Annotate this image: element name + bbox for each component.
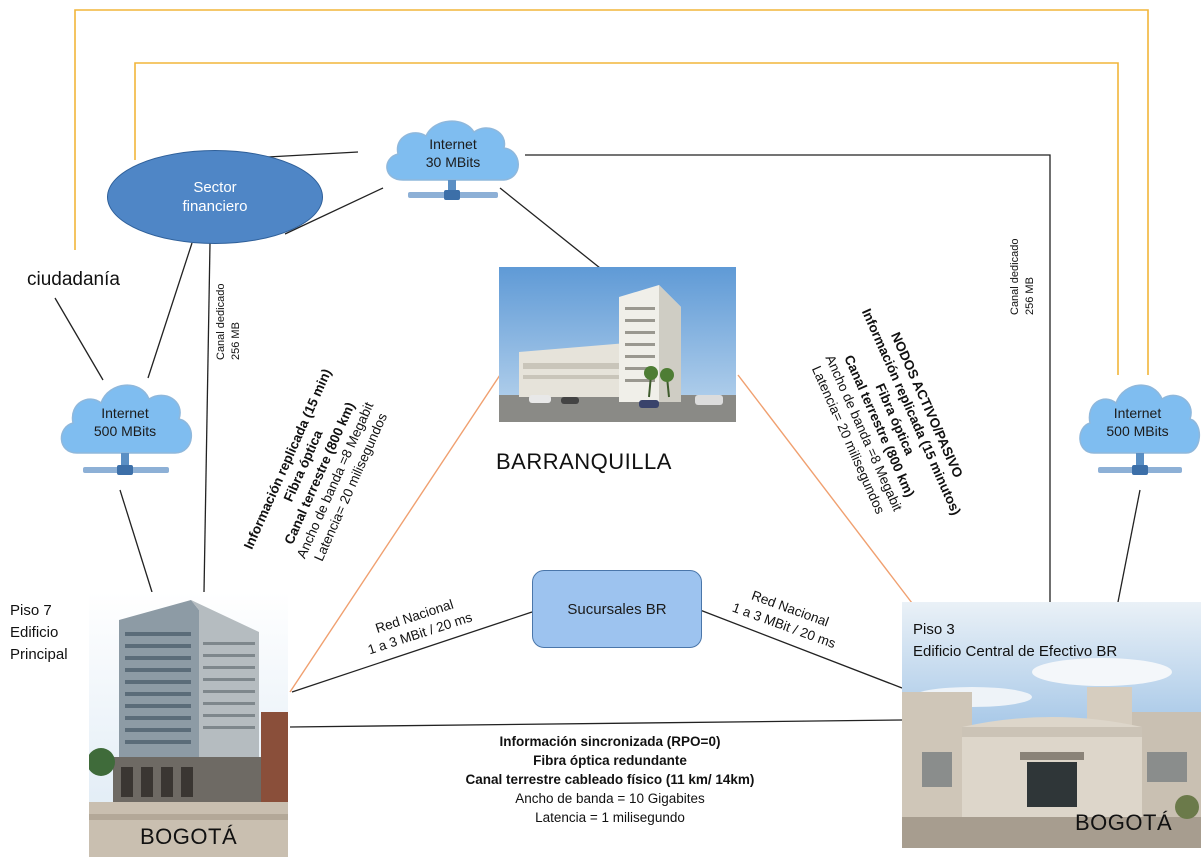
bottom-block-l2: Fibra óptica redundante bbox=[533, 752, 687, 768]
internet-left-line2: 500 MBits bbox=[93, 422, 157, 439]
barranquilla-label: BARRANQUILLA bbox=[496, 449, 672, 474]
bogota-left-building-2: Principal bbox=[10, 646, 68, 663]
link-sector-bogota-left bbox=[203, 242, 211, 593]
bogota-left-label: BOGOTÁ bbox=[140, 824, 238, 849]
internet-right-node: Internet 500 MBits bbox=[1074, 373, 1201, 491]
cloud-icon bbox=[386, 120, 519, 200]
sync-bottom-block: Información sincronizada (RPO=0) Fibra ó… bbox=[420, 733, 800, 827]
link-internet-right-bogota bbox=[1117, 489, 1141, 603]
link-internet-top-right bbox=[525, 154, 1051, 602]
link-internet-left-bogota bbox=[119, 489, 153, 593]
internet-top-node: Internet 30 MBits bbox=[378, 108, 528, 208]
sector-line2: financiero bbox=[182, 198, 248, 215]
outer-loop-link bbox=[74, 9, 1149, 375]
sector-financiero-node: Sector financiero bbox=[107, 150, 323, 244]
sucursales-node: Sucursales BR bbox=[532, 570, 702, 648]
fiber-link-right bbox=[737, 374, 913, 604]
link-sector-internet-left bbox=[147, 242, 193, 379]
canal-dedicado-left: Canal dedicado 256 MB bbox=[214, 284, 244, 360]
bogota-right-building: Edificio Central de Efectivo BR bbox=[913, 643, 1118, 660]
sector-line1: Sector bbox=[193, 178, 237, 196]
bottom-block-l4: Ancho de banda = 10 Gigabites bbox=[515, 790, 705, 806]
link-bogota-sucursales bbox=[291, 611, 533, 693]
canal-dedicado-right: Canal dedicado 256 MB bbox=[1008, 239, 1038, 315]
ciudadania-label: ciudadanía bbox=[27, 269, 120, 290]
internet-right-line1: Internet bbox=[1113, 405, 1162, 421]
canal-right-line2: 256 MB bbox=[1023, 277, 1036, 315]
barranquilla-photo bbox=[499, 267, 736, 422]
bottom-block-l1: Información sincronizada (RPO=0) bbox=[499, 734, 721, 749]
bogota-right-floor: Piso 3 bbox=[913, 621, 955, 638]
link-sucursales-bogota-right bbox=[699, 609, 903, 689]
bogota-left-floor: Piso 7 bbox=[10, 602, 52, 619]
bottom-block-l5: Latencia = 1 milisegundo bbox=[535, 809, 685, 825]
inner-loop-link bbox=[134, 62, 1119, 375]
internet-top-line2: 30 MBits bbox=[425, 153, 481, 170]
bogota-right-photo bbox=[902, 602, 1201, 848]
bogota-left-photo bbox=[89, 592, 288, 857]
internet-left-node: Internet 500 MBits bbox=[55, 373, 195, 491]
link-bogota-bogota bbox=[289, 719, 903, 728]
link-ciudadania-internet-left bbox=[54, 297, 104, 381]
canal-right-line1: Canal dedicado bbox=[1009, 238, 1021, 315]
canal-left-line1: Canal dedicado bbox=[215, 283, 227, 360]
bogota-right-label: BOGOTÁ bbox=[1075, 810, 1173, 835]
bogota-left-building-1: Edificio bbox=[10, 624, 59, 641]
bottom-block-l3: Canal terrestre cableado físico (11 km/ … bbox=[465, 771, 755, 787]
internet-right-line2: 500 MBits bbox=[1106, 422, 1169, 439]
fiber-link-left bbox=[289, 374, 501, 693]
internet-top-line1: Internet bbox=[429, 136, 477, 152]
internet-left-line1: Internet bbox=[101, 405, 149, 421]
cloud-icon bbox=[60, 384, 193, 475]
cloud-icon bbox=[1079, 384, 1200, 475]
canal-left-line2: 256 MB bbox=[229, 322, 242, 360]
link-sector-internet-top-2 bbox=[284, 187, 384, 235]
